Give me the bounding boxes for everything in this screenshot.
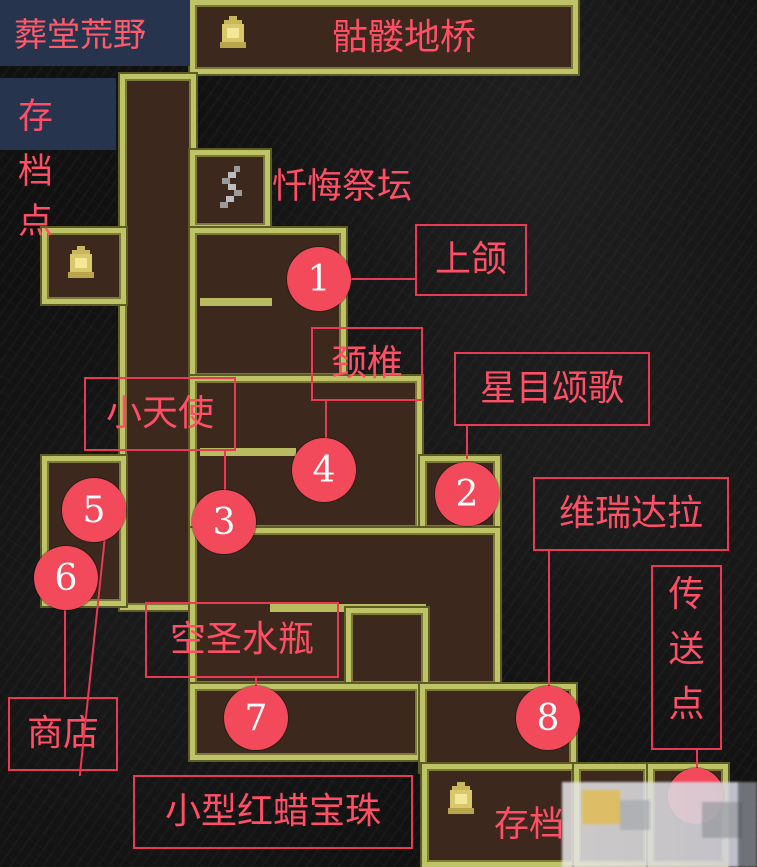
save-point-char-3: 点	[18, 202, 54, 242]
blurred-watermark	[562, 782, 757, 867]
label-save-bottom: 存档	[494, 805, 565, 845]
lantern-icon	[68, 246, 94, 278]
teleport-char-3: 点	[668, 684, 705, 725]
label-small-red-wax: 小型红蜡宝珠	[133, 775, 413, 849]
marker-7[interactable]: 7	[224, 686, 288, 750]
area-tag-top-left: 葬堂荒野	[0, 0, 190, 66]
room-flask-inner	[346, 608, 428, 688]
label-empty-flask: 空圣水瓶	[145, 602, 339, 678]
bridge-title: 骷髅地桥	[332, 17, 477, 58]
label-altar: 忏悔祭坛	[272, 167, 413, 207]
leader-line	[224, 450, 226, 494]
marker-8[interactable]: 8	[516, 686, 580, 750]
marker-5[interactable]: 5	[62, 478, 126, 542]
room-main-shaft	[120, 74, 196, 610]
label-cherub: 小天使	[84, 377, 236, 451]
leader-line	[348, 278, 416, 280]
marker-3[interactable]: 3	[192, 490, 256, 554]
label-shop: 商店	[8, 697, 118, 771]
area-tag-save-bg	[0, 78, 116, 150]
label-star-hymn: 星目颂歌	[454, 352, 650, 426]
marker-6[interactable]: 6	[34, 546, 98, 610]
leader-line	[64, 606, 66, 698]
ledge	[200, 448, 296, 456]
lantern-icon	[448, 782, 474, 814]
save-point-char-2: 档	[18, 152, 54, 192]
teleport-char-1: 传	[668, 574, 705, 615]
leader-line	[548, 550, 550, 686]
leader-line	[255, 676, 257, 692]
marker-4[interactable]: 4	[292, 438, 356, 502]
label-neck-vertebra: 颈椎	[311, 327, 423, 401]
label-teleport: 传 送 点	[651, 565, 722, 750]
label-veridiana: 维瑞达拉	[533, 477, 729, 551]
marker-2[interactable]: 2	[435, 462, 499, 526]
leader-line	[466, 425, 468, 459]
room-bridge	[190, 0, 578, 74]
leader-line	[696, 749, 698, 771]
marker-1[interactable]: 1	[287, 247, 351, 311]
teleport-char-2: 送	[668, 629, 705, 670]
leader-line	[325, 400, 327, 444]
label-upper-jaw: 上颌	[415, 224, 527, 296]
ledge	[200, 298, 272, 306]
save-point-char-1: 存	[18, 97, 54, 137]
altar-icon	[220, 166, 242, 208]
lantern-icon	[220, 16, 246, 48]
